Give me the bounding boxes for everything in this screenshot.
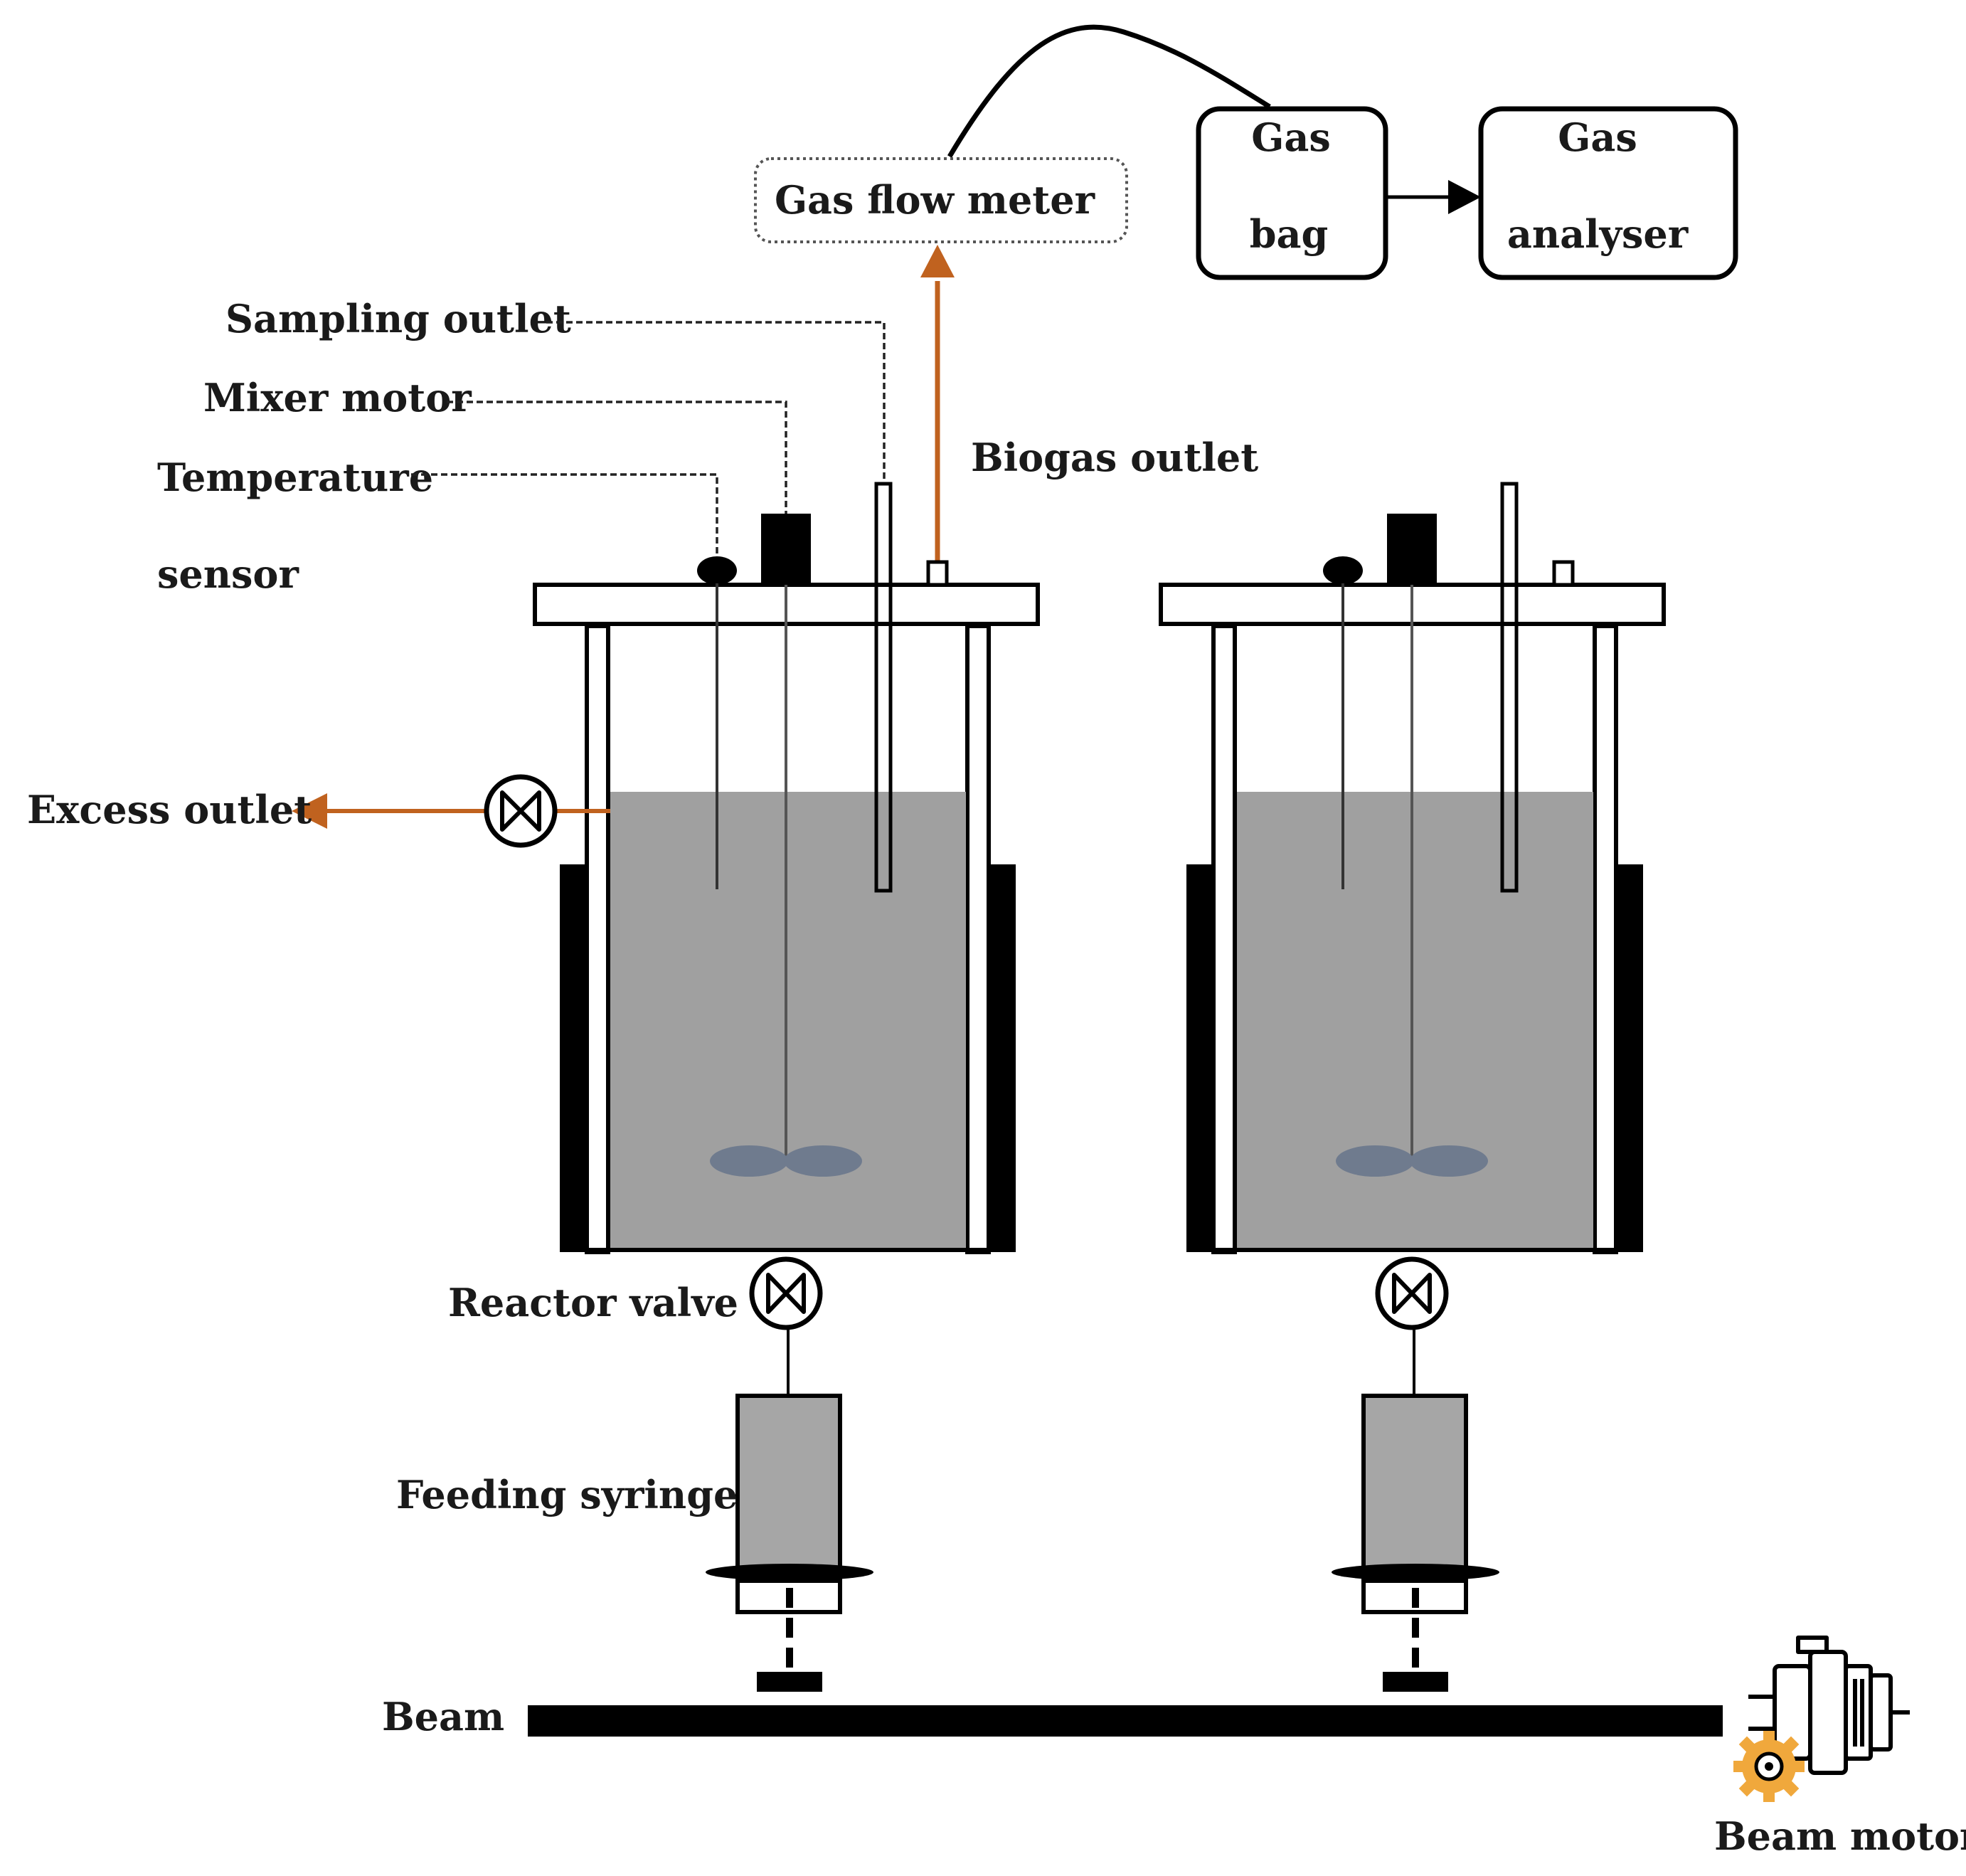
reactor-2-sampling-tube xyxy=(1500,482,1519,893)
reactor-2-impeller-right xyxy=(1410,1145,1488,1177)
beam-motor-label: Beam motor xyxy=(1714,1813,1966,1859)
temperature-sensor-label-line1: Temperature xyxy=(157,455,433,500)
reactor-2-jacket-right xyxy=(1616,864,1643,1252)
gas-bag-label-line1: Gas xyxy=(1251,115,1331,160)
biogas-outlet-arrow xyxy=(920,245,955,562)
reactor-1-valve-icon xyxy=(749,1256,823,1330)
mixer-motor-leader xyxy=(447,401,787,514)
reactor-2 xyxy=(1159,482,1666,1254)
gas-flow-meter-label: Gas flow meter xyxy=(775,177,1095,223)
gas-tube xyxy=(947,24,1271,158)
reactor-1 xyxy=(533,482,1040,1254)
sampling-outlet-leader xyxy=(546,321,886,484)
gear-icon xyxy=(1733,1731,1805,1802)
reactor-2-biogas-port xyxy=(1552,560,1575,587)
beam-label: Beam xyxy=(382,1694,504,1739)
biogas-outlet-label: Biogas outlet xyxy=(971,435,1258,480)
reactor-1-feeding-syringe xyxy=(706,1394,873,1692)
gas-flow-meter-box: Gas flow meter xyxy=(754,157,1128,243)
beam xyxy=(528,1705,1723,1737)
excess-outlet xyxy=(292,774,610,848)
reactor-2-impeller-left xyxy=(1336,1145,1414,1177)
reactor-1-jacket-right xyxy=(989,864,1016,1252)
reactor-2-mixer-motor xyxy=(1387,514,1437,585)
feeding-syringe-label: Feeding syringe xyxy=(396,1472,738,1517)
reactor-1-temperature-sensor xyxy=(697,556,737,585)
reactor-2-valve-icon xyxy=(1375,1256,1449,1330)
excess-outlet-valve-icon xyxy=(484,774,558,848)
gas-bag-to-analyser-arrow xyxy=(1386,180,1481,214)
reactor-1-mixer-motor xyxy=(761,514,811,585)
electric-motor-icon xyxy=(1748,1636,1910,1775)
reactor-2-liquid xyxy=(1237,792,1593,1250)
temperature-sensor-label-line2: sensor xyxy=(157,551,299,597)
sampling-outlet-label: Sampling outlet xyxy=(225,296,571,341)
reactor-2-jacket-left xyxy=(1186,864,1213,1252)
gas-analyser-label-line2: analyser xyxy=(1507,211,1689,257)
gas-analyser-box: Gas analyser xyxy=(1478,106,1738,280)
reactor-2-feeding-syringe xyxy=(1332,1394,1499,1692)
mixer-motor-label: Mixer motor xyxy=(203,375,472,420)
reactor-1-jacket-left xyxy=(560,864,587,1252)
excess-outlet-label: Excess outlet xyxy=(27,787,312,832)
temperature-sensor-leader xyxy=(411,473,718,558)
reactor-valve-label: Reactor valve xyxy=(448,1280,738,1325)
gas-analyser-label-line1: Gas xyxy=(1558,115,1637,160)
gas-bag-label-line2: bag xyxy=(1250,211,1329,257)
reactor-1-sampling-tube xyxy=(874,482,893,893)
reactor-2-temperature-sensor xyxy=(1323,556,1363,585)
reactor-1-biogas-port xyxy=(926,560,949,587)
reactor-1-impeller-right xyxy=(784,1145,862,1177)
reactor-1-liquid xyxy=(610,792,966,1250)
gas-bag-box: Gas bag xyxy=(1196,106,1388,280)
reactor-1-impeller-left xyxy=(710,1145,788,1177)
